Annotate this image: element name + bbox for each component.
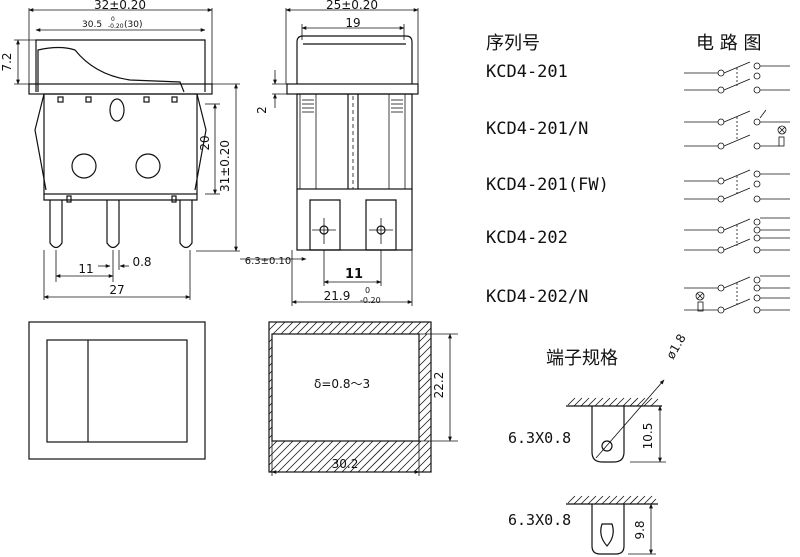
terminal-2-label: 6.3X0.8 [508,511,571,529]
dim-side-pin-pitch: 11 [345,267,363,282]
dim-side-bottom-tol-lower: -0.20 [360,296,381,305]
model-item-2: KCD4-201/N [486,119,588,139]
dim-overall-height: 31±0.20 [218,140,232,192]
dim-inner-width: 30.5 [82,20,102,30]
terminal-2: 9.8 6.3X0.8 [508,495,658,555]
terminal-2-height: 9.8 [633,520,647,539]
dim-inner-width-tol: 0 [111,16,115,23]
model-item-1: KCD4-201 [486,62,568,82]
dim-inner-width-tol2: -0.20 [108,23,124,30]
model-item-4: KCD4-202 [486,228,568,248]
model-list: 序列号 KCD4-201 KCD4-201/N KCD4-201(FW) KCD… [486,33,609,307]
model-item-5: KCD4-202/N [486,287,588,307]
terminal-1: ø1.8 10.5 6.3X0.8 [508,332,689,463]
front-view: 32±0.20 30.5 0 -0.20 (30) 7.2 [0,0,240,300]
dim-side-total-width: 25±0.20 [326,0,378,12]
dim-pin-thickness: 0.8 [132,255,151,269]
terminal-hole-diameter: ø1.8 [663,332,688,362]
dim-cutout-width: 30.2 [332,457,359,471]
dim-side-bottom-width: 21.9 [324,289,351,303]
panel-cutout: δ=0.8～3 22.2 30.2 [268,321,458,476]
circuit-201n [684,109,790,150]
dim-total-width: 32±0.20 [94,0,146,12]
terminal-spec: 端子规格 ø1.8 10.5 6.3X0.8 9.8 6.3X0.8 [508,332,689,555]
dim-panel-thickness: δ=0.8～3 [314,377,370,391]
terminal-header: 端子规格 [546,348,618,369]
circuit-202n [684,275,790,314]
circuit-diagrams: 电 路 图 [684,33,790,314]
circuit-header: 电 路 图 [696,33,761,54]
dim-pin-pitch: 11 [78,262,93,276]
circuit-202 [684,217,790,254]
dim-rocker-height: 7.2 [0,52,14,71]
terminal-1-height: 10.5 [641,423,655,450]
model-list-header: 序列号 [486,33,540,54]
circuit-201 [684,61,790,94]
dim-body-height: 20 [198,135,212,150]
dim-side-bottom-tol-upper: 0 [365,286,370,295]
terminal-1-label: 6.3X0.8 [508,429,571,447]
dim-inner-width-ref: (30) [124,20,142,30]
model-item-3: KCD4-201(FW) [486,175,609,195]
dim-cutout-height: 22.2 [432,372,446,399]
front-panel-view [28,321,206,460]
circuit-201fw [684,169,790,203]
dim-terminal-width: 6.3±0.10 [245,256,292,267]
dim-base-width: 27 [109,283,124,297]
dim-side-step: 2 [255,106,269,114]
side-view: 25±0.20 19 2 [240,0,419,306]
dim-side-inner-width: 19 [345,16,360,30]
